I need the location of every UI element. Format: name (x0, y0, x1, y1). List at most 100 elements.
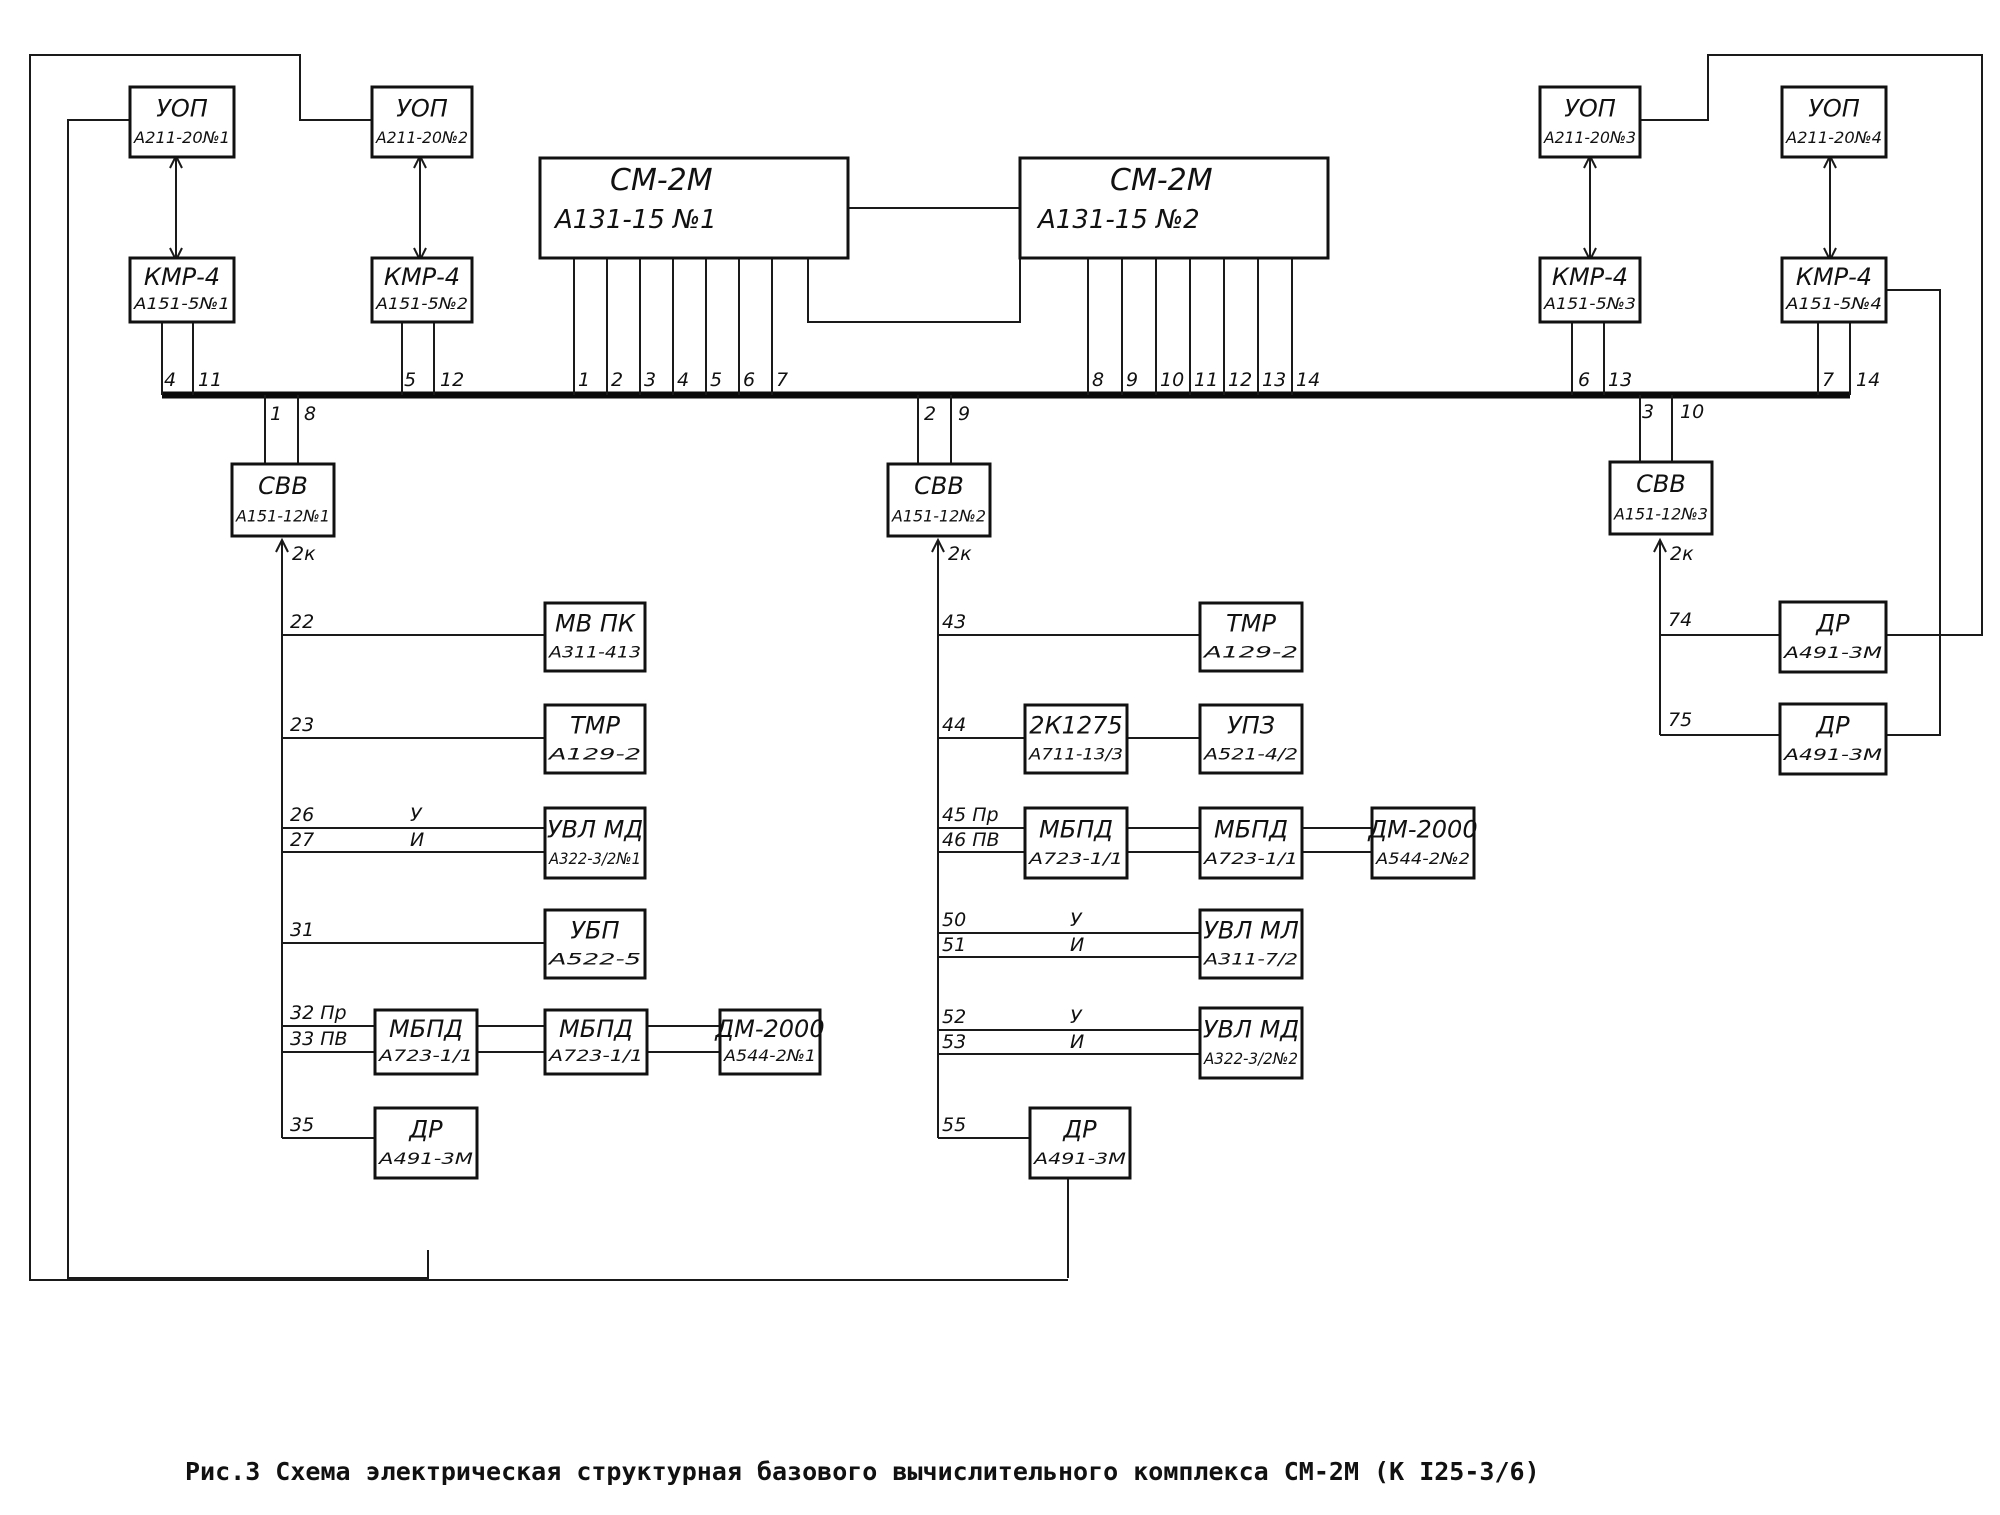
block-frame (1778, 702, 1888, 776)
label-52: 52 (942, 1006, 966, 1028)
block-svv2: СВВ А151-12№2 (886, 462, 992, 538)
block-frame (128, 256, 236, 324)
block-frame (1608, 460, 1714, 536)
label-53-i: И (1070, 1031, 1084, 1053)
block-code: А151-5№2 (375, 294, 468, 313)
block-title: УОП (396, 94, 448, 122)
block-code: А129-2 (1202, 642, 1298, 661)
block-dr3: ДР А491-3М (1778, 600, 1888, 674)
label-r13: 13 (1608, 369, 1632, 391)
block-frame (543, 601, 647, 673)
block-code: А711-13/3 (1028, 744, 1123, 763)
outer-wiring (29, 54, 1983, 1281)
block-code: А723-1/1 (548, 1046, 643, 1065)
block-code: А491-3М (1783, 643, 1883, 662)
block-code: А544-2№1 (723, 1046, 816, 1065)
block-frame (1023, 703, 1129, 775)
label-46: 46 ПВ (942, 829, 1000, 851)
block-title: СВВ (1636, 470, 1686, 498)
uop-kmr-links (169, 153, 1837, 263)
label-51-i: И (1070, 934, 1084, 956)
block-code: А522-5 (547, 949, 641, 968)
label-s10: 10 (1680, 401, 1704, 423)
block-title: МБПД (1039, 815, 1113, 843)
label-22: 22 (290, 611, 314, 633)
block-frame (1023, 806, 1129, 880)
block-frame (1198, 1006, 1304, 1080)
block-frame (230, 462, 336, 538)
label-c10: 10 (1160, 369, 1184, 391)
label-31: 31 (290, 919, 314, 941)
block-title: СВВ (258, 472, 308, 500)
block-title: УВЛ МЛ (1203, 917, 1299, 945)
label-c12: 12 (1228, 369, 1252, 391)
block-title: ДР (1815, 609, 1850, 637)
block-title: ДМ-2000 (1367, 815, 1477, 843)
label-2k-3: 2к (1670, 543, 1694, 565)
label-43: 43 (942, 611, 966, 633)
block-code: А491-3М (1033, 1149, 1127, 1168)
block-frame (1028, 1106, 1132, 1180)
label-c7: 7 (776, 369, 788, 391)
block-frame (1198, 703, 1304, 775)
block-title: ДР (408, 1115, 443, 1143)
block-title: ДР (1815, 711, 1850, 739)
label-75: 75 (1668, 709, 1692, 731)
label-55: 55 (942, 1114, 966, 1136)
block-title: КМР-4 (384, 263, 460, 291)
svv-stems (275, 537, 1667, 1138)
label-c6: 6 (743, 369, 755, 391)
label-c4: 4 (677, 369, 689, 391)
block-title: МБПД (389, 1015, 463, 1043)
label-c2: 2 (611, 369, 623, 391)
block-code: А544-2№2 (1375, 849, 1470, 868)
block-title: КМР-4 (144, 263, 220, 291)
block-code: А322-3/2№2 (1203, 1049, 1298, 1068)
block-code: А311-7/2 (1203, 949, 1298, 968)
bus-taps (161, 207, 1851, 464)
label-12: 12 (440, 369, 464, 391)
block-title: УОП (1564, 94, 1616, 122)
block-title: КМР-4 (1796, 263, 1872, 291)
label-5: 5 (404, 369, 416, 391)
middle-branch-wires (938, 634, 1372, 1139)
label-27: 27 (290, 829, 314, 851)
block-title: МВ ПК (555, 610, 636, 638)
block-frame (370, 256, 474, 324)
label-r7: 7 (1822, 369, 1834, 391)
block-frame (1778, 600, 1888, 674)
block-frame (1780, 256, 1888, 324)
label-74: 74 (1668, 609, 1692, 631)
label-c5: 5 (710, 369, 722, 391)
cpu-1: СМ-2М А131-15 №1 (538, 156, 850, 260)
cpu-2: СМ-2М А131-15 №2 (1018, 156, 1330, 260)
block-code: А151-12№2 (891, 507, 986, 526)
block-code: А723-1/1 (1203, 849, 1298, 868)
label-c8: 8 (1092, 369, 1104, 391)
block-title: КМР-4 (1552, 263, 1628, 291)
block-frame (543, 1008, 649, 1076)
label-45: 45 Пр (942, 804, 999, 826)
block-code: А211-20№1 (133, 128, 230, 147)
block-title: СВВ (914, 472, 964, 500)
block-frame (543, 908, 647, 980)
label-26: 26 (290, 804, 314, 826)
block-code: А211-20№2 (375, 128, 468, 147)
block-code: А322-3/2№1 (548, 849, 641, 868)
right-branch-wires (1660, 634, 1780, 736)
